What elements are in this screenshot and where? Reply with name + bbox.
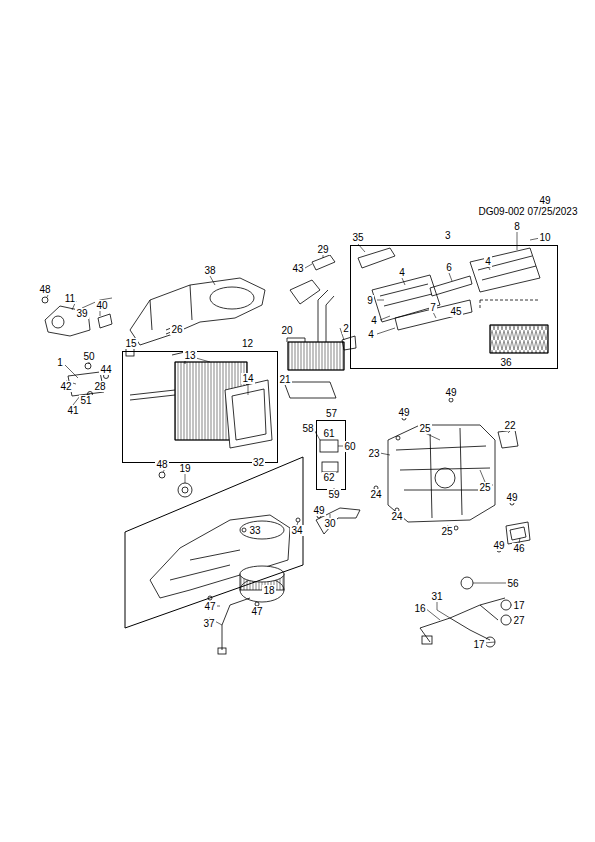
callout-number: 49 — [538, 195, 551, 206]
callout-number: 62 — [322, 472, 335, 483]
callout-number: 15 — [124, 338, 137, 349]
callout-number: 49 — [492, 540, 505, 551]
callout-number: 23 — [367, 448, 380, 459]
callout-number: 28 — [93, 381, 106, 392]
callout-number: 50 — [82, 351, 95, 362]
callout-number: 56 — [506, 578, 519, 589]
callout-number: 49 — [397, 407, 410, 418]
callout-number: 57 — [325, 408, 338, 419]
callout-number: 29 — [316, 244, 329, 255]
callout-number: 61 — [322, 428, 335, 439]
callout-number: 38 — [203, 265, 216, 276]
callout-number: 18 — [262, 585, 275, 596]
callout-number: 34 — [290, 525, 303, 536]
callout-number: 17 — [472, 639, 485, 650]
callout-number: 45 — [449, 306, 462, 317]
callout-number: 4 — [367, 329, 375, 340]
callout-number: 22 — [503, 420, 516, 431]
callout-number: 1 — [56, 357, 64, 368]
callout-number: 41 — [66, 405, 79, 416]
callout-number: 7 — [429, 302, 437, 313]
callout-number: 49 — [312, 505, 325, 516]
callout-number: 49 — [444, 387, 457, 398]
callout-number: 30 — [323, 518, 336, 529]
drawing-code: DG09-002 07/25/2023 — [478, 206, 579, 217]
callout-number: 33 — [248, 525, 261, 536]
callout-number: 46 — [512, 543, 525, 554]
callout-number: 2 — [342, 323, 350, 334]
callout-number: 31 — [430, 591, 443, 602]
callout-number: 17 — [512, 600, 525, 611]
callout-number: 24 — [390, 511, 403, 522]
callout-number: 8 — [513, 221, 521, 232]
callout-number: 16 — [413, 603, 426, 614]
callout-number: 59 — [327, 489, 340, 500]
callout-number: 3 — [444, 230, 452, 241]
callout-number: 44 — [99, 364, 112, 375]
callout-number: 20 — [280, 325, 293, 336]
callout-number: 21 — [278, 374, 291, 385]
callout-number: 25 — [440, 526, 453, 537]
callout-number: 48 — [155, 459, 168, 470]
callout-number: 4 — [484, 256, 492, 267]
group-outline-shape — [125, 457, 303, 628]
callout-number: 47 — [250, 606, 263, 617]
callout-number: 11 — [64, 293, 76, 304]
callout-number: 43 — [291, 263, 304, 274]
callout-number: 25 — [478, 482, 491, 493]
callout-number: 51 — [79, 395, 92, 406]
callout-number: 42 — [59, 381, 72, 392]
callout-number: 4 — [370, 315, 378, 326]
callout-number: 32 — [252, 457, 265, 468]
callout-number: 35 — [351, 232, 364, 243]
callout-number: 27 — [512, 615, 525, 626]
callout-number: 37 — [202, 618, 215, 629]
callout-number: 39 — [75, 308, 88, 319]
callout-number: 26 — [170, 324, 183, 335]
callout-number: 14 — [241, 373, 254, 384]
callout-number: 47 — [203, 601, 216, 612]
group-box: 12 — [122, 351, 278, 463]
callout-number: 6 — [445, 262, 453, 273]
callout-number: 60 — [343, 441, 356, 452]
callout-number: 4 — [398, 267, 406, 278]
callout-number: 24 — [369, 489, 382, 500]
callout-number: 25 — [418, 423, 431, 434]
callout-number: 49 — [505, 492, 518, 503]
callout-number: 9 — [366, 295, 374, 306]
callout-number: 36 — [499, 357, 512, 368]
callout-number: 19 — [178, 463, 191, 474]
callout-number: 10 — [538, 232, 551, 243]
callout-number: 58 — [301, 423, 314, 434]
callout-number: 40 — [95, 300, 108, 311]
callout-number: 13 — [183, 350, 196, 361]
callout-number: 12 — [241, 338, 254, 349]
callout-number: 48 — [38, 284, 51, 295]
